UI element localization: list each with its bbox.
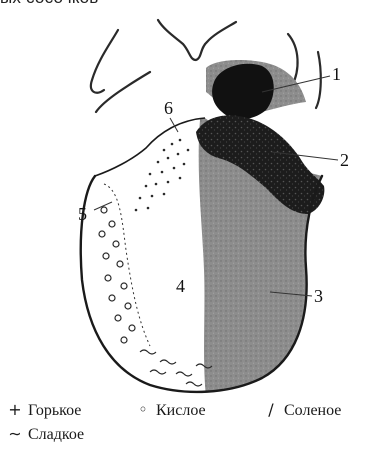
salty-slash-icon: /	[262, 400, 280, 419]
sour-circle-icon: ◦	[134, 400, 152, 419]
legend-label-bitter: Горькое	[28, 402, 81, 419]
label-5: 5	[78, 204, 87, 224]
legend-item-salty: / Соленое	[262, 400, 341, 420]
zone-3-grey	[199, 60, 340, 420]
legend-item-bitter: + Горькое	[6, 400, 81, 420]
label-2: 2	[340, 150, 349, 170]
legend-item-sour: ◦ Кислое	[134, 400, 206, 420]
legend-item-sweet: ∼ Сладкое	[6, 424, 84, 444]
label-1: 1	[332, 64, 341, 84]
legend-label-salty: Соленое	[284, 402, 341, 419]
bitter-plus-icon: +	[6, 400, 24, 419]
label-4: 4	[176, 276, 185, 296]
label-3: 3	[314, 286, 323, 306]
sweet-tilde-icon: ∼	[6, 424, 24, 443]
legend-label-sweet: Сладкое	[28, 426, 84, 443]
legend-label-sour: Кислое	[156, 402, 206, 419]
label-6: 6	[164, 98, 173, 118]
